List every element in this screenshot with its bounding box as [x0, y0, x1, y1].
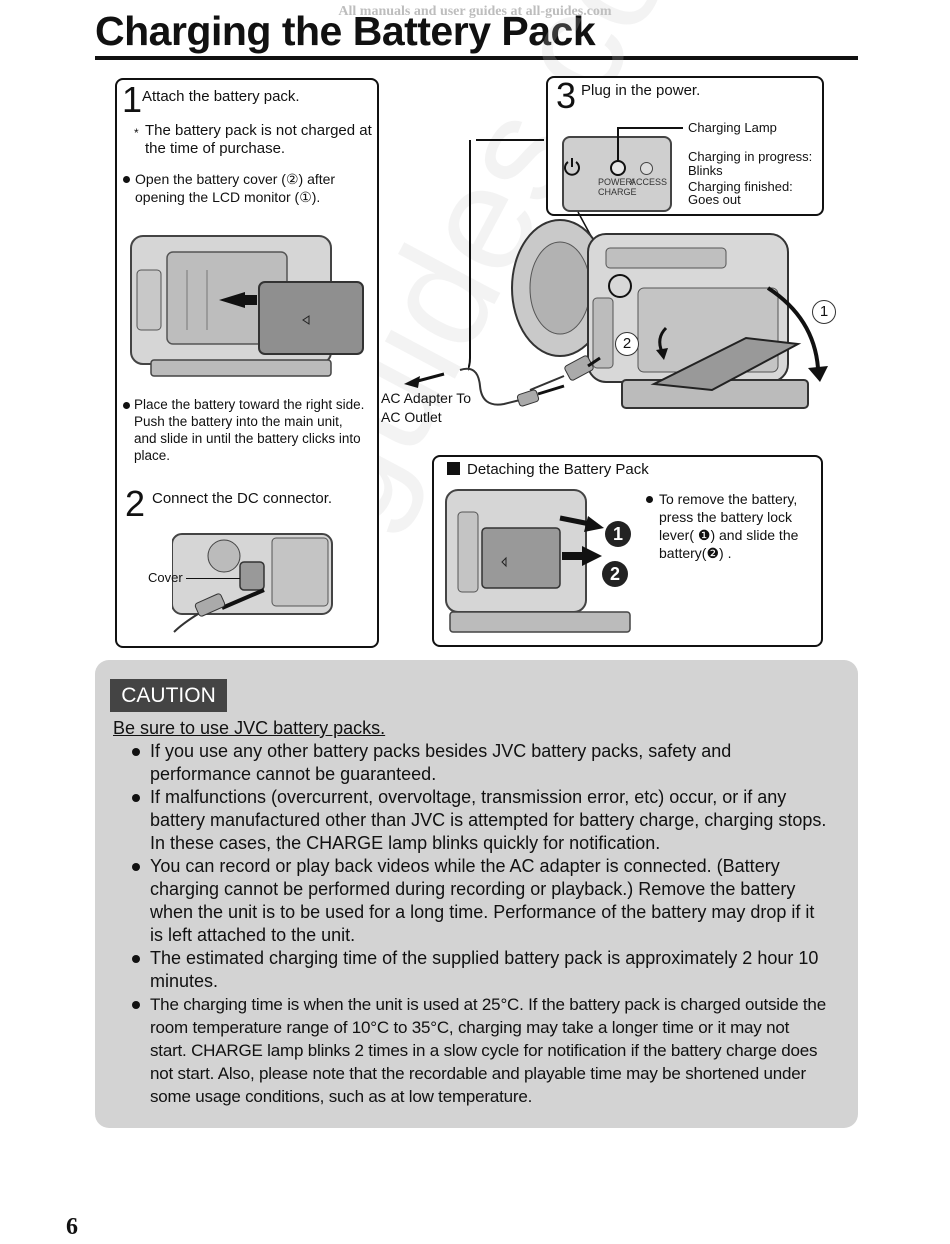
page-number: 6: [66, 1214, 78, 1240]
dc-connector-illustration: [172, 533, 333, 633]
cover-leader-line: [186, 578, 240, 579]
caution-heading: Be sure to use JVC battery packs.: [113, 718, 386, 738]
power-charge-label: POWER/ CHARGE: [598, 177, 637, 197]
battery-insert-illustration: [130, 235, 364, 377]
step1-title: Attach the battery pack.: [142, 88, 300, 105]
charging-in-progress-value: Blinks: [688, 163, 723, 178]
callout-cover-2: 2: [615, 332, 639, 356]
step2-number: 2: [125, 483, 146, 524]
detach-title-text: Detaching the Battery Pack: [467, 461, 649, 478]
charging-finished-label: Charging finished:: [688, 179, 793, 194]
detach-instruction: To remove the battery, press the battery…: [646, 490, 814, 562]
caution-item-text: The estimated charging time of the suppl…: [150, 948, 819, 991]
ac-adapter-line2: AC Outlet: [381, 409, 442, 425]
step1-note: The battery pack is not charged at the t…: [145, 122, 372, 157]
caution-item: The estimated charging time of the suppl…: [128, 947, 828, 993]
caution-item-text: If malfunctions (overcurrent, overvoltag…: [150, 787, 827, 853]
bullet-dot: [646, 496, 653, 503]
charging-in-progress-label: Charging in progress:: [688, 149, 813, 164]
lamp-leader-h: [617, 127, 683, 129]
title-rule: [95, 56, 858, 60]
charging-lamp: [610, 160, 626, 176]
bullet-dot: [123, 176, 130, 183]
step1-bullet-open-cover: Open the battery cover (②) after opening…: [123, 170, 343, 206]
caution-item: If malfunctions (overcurrent, overvoltag…: [128, 786, 828, 855]
step3-number: 3: [556, 75, 577, 116]
caution-list: If you use any other battery packs besid…: [128, 740, 828, 1108]
step1-number: 1: [122, 79, 143, 120]
caution-item-text: If you use any other battery packs besid…: [150, 741, 732, 784]
callout-lcd-1: 1: [812, 300, 836, 324]
battery-detach-illustration: [445, 489, 631, 633]
access-lamp: [640, 162, 653, 175]
step3-title: Plug in the power.: [581, 82, 701, 99]
caution-item: You can record or play back videos while…: [128, 855, 828, 947]
bullet-dot: [123, 402, 130, 409]
bullet-dot: [132, 794, 140, 802]
step2-title: Connect the DC connector.: [152, 490, 333, 507]
ac-adapter-cable: [404, 367, 565, 407]
bullet-dot: [132, 748, 140, 756]
ac-adapter-line1: AC Adapter To: [381, 390, 472, 406]
power-icon: [564, 158, 580, 176]
cover-label: Cover: [148, 570, 183, 585]
step1-note-marker: *: [134, 126, 139, 140]
bullet-dot: [132, 863, 140, 871]
square-bullet-icon: [447, 462, 460, 475]
caution-label: CAUTION: [110, 679, 227, 712]
page-title: Charging the Battery Pack: [95, 8, 596, 54]
detach-instruction-text: To remove the battery, press the battery…: [659, 491, 799, 561]
charging-lamp-label: Charging Lamp: [688, 120, 777, 135]
caution-item-text: The charging time is when the unit is us…: [150, 995, 826, 1106]
bullet-dot: [132, 1001, 140, 1009]
watermark-text: All manuals and user guides at all-guide…: [338, 4, 612, 19]
caution-panel: [95, 660, 858, 1128]
detach-title: Detaching the Battery Pack: [447, 461, 649, 479]
charging-finished-value: Goes out: [688, 192, 741, 207]
caution-item: The charging time is when the unit is us…: [128, 993, 828, 1108]
step1-bullet-place-battery-text: Place the battery toward the right side.…: [134, 397, 365, 463]
caution-item: If you use any other battery packs besid…: [128, 740, 828, 786]
access-label: ACCESS: [630, 177, 668, 187]
caution-item-text: You can record or play back videos while…: [150, 856, 815, 945]
detach-callout-1: 1: [605, 521, 631, 547]
step1-bullet-place-battery: Place the battery toward the right side.…: [123, 396, 368, 464]
detach-callout-2: 2: [602, 561, 628, 587]
bullet-dot: [132, 955, 140, 963]
step1-bullet-open-cover-text: Open the battery cover (②) after opening…: [135, 171, 336, 205]
lamp-leader-v: [617, 127, 619, 161]
